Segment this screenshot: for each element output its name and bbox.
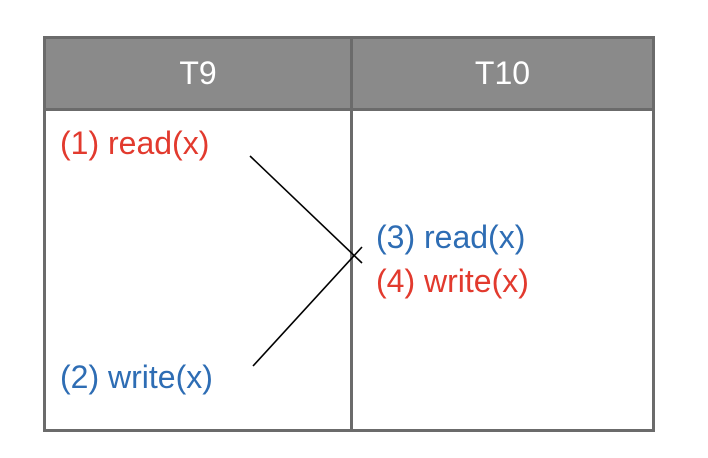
line-op1-to-op4 <box>249 155 363 264</box>
column-header-t10: T10 <box>474 55 531 91</box>
operation-2-write: (2) write(x) <box>60 359 213 395</box>
table-header: T9 T10 <box>46 39 652 111</box>
operation-4-write: (4) write(x) <box>376 263 529 299</box>
column-header-t9: T9 <box>179 55 217 91</box>
schedule-table: T9 T10 <box>43 36 655 432</box>
column-divider <box>350 39 353 429</box>
operation-1-read: (1) read(x) <box>60 125 210 161</box>
line-op2-to-op3 <box>252 246 363 367</box>
operation-3-read: (3) read(x) <box>376 219 526 255</box>
